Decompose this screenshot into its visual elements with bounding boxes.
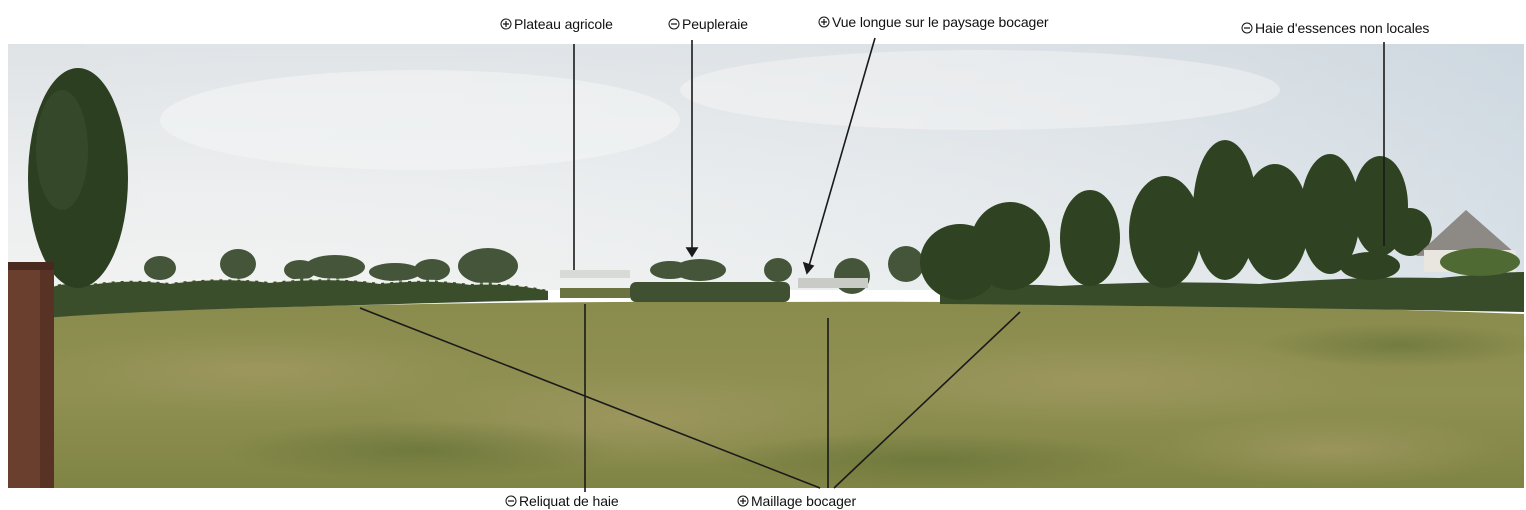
pointer-maillage-right	[833, 311, 1021, 489]
plus-circle-icon	[737, 495, 749, 507]
tree-group-right	[920, 140, 1432, 300]
annotation-pointers	[359, 37, 1385, 492]
plus-circle-icon	[818, 16, 830, 28]
distant-building	[560, 270, 630, 278]
annotation-reliquat-de-haie: Reliquat de haie	[505, 493, 619, 509]
annotation-haie-non-locale: Haie d'essences non locales	[1241, 20, 1429, 36]
plus-circle-icon	[500, 18, 512, 30]
minus-circle-icon	[1241, 22, 1253, 34]
annotation-plateau-agricole: Plateau agricole	[500, 16, 613, 32]
annotation-text: Maillage bocager	[751, 493, 857, 509]
hedge-center	[630, 282, 790, 302]
hedge-left	[44, 279, 548, 318]
annotation-text: Haie d'essences non locales	[1255, 20, 1430, 36]
annotation-text: Vue longue sur le paysage bocager	[832, 14, 1049, 30]
pointer-maillage-left	[359, 307, 821, 489]
photo-frame	[8, 44, 1526, 488]
annotation-maillage-bocager: Maillage bocager	[737, 493, 856, 509]
hedge-right	[940, 272, 1524, 312]
annotation-text: Plateau agricole	[514, 16, 613, 32]
pointer-vue	[808, 37, 876, 267]
poplar-tree-left	[28, 68, 128, 288]
minus-circle-icon	[668, 18, 680, 30]
annotation-text: Peupleraie	[682, 16, 748, 32]
annotation-peupleraie: Peupleraie	[668, 16, 748, 32]
annotation-vue-longue: Vue longue sur le paysage bocager	[818, 14, 1049, 30]
distant-treeline	[144, 246, 924, 294]
annotation-text: Reliquat de haie	[519, 493, 619, 509]
minus-circle-icon	[505, 495, 517, 507]
